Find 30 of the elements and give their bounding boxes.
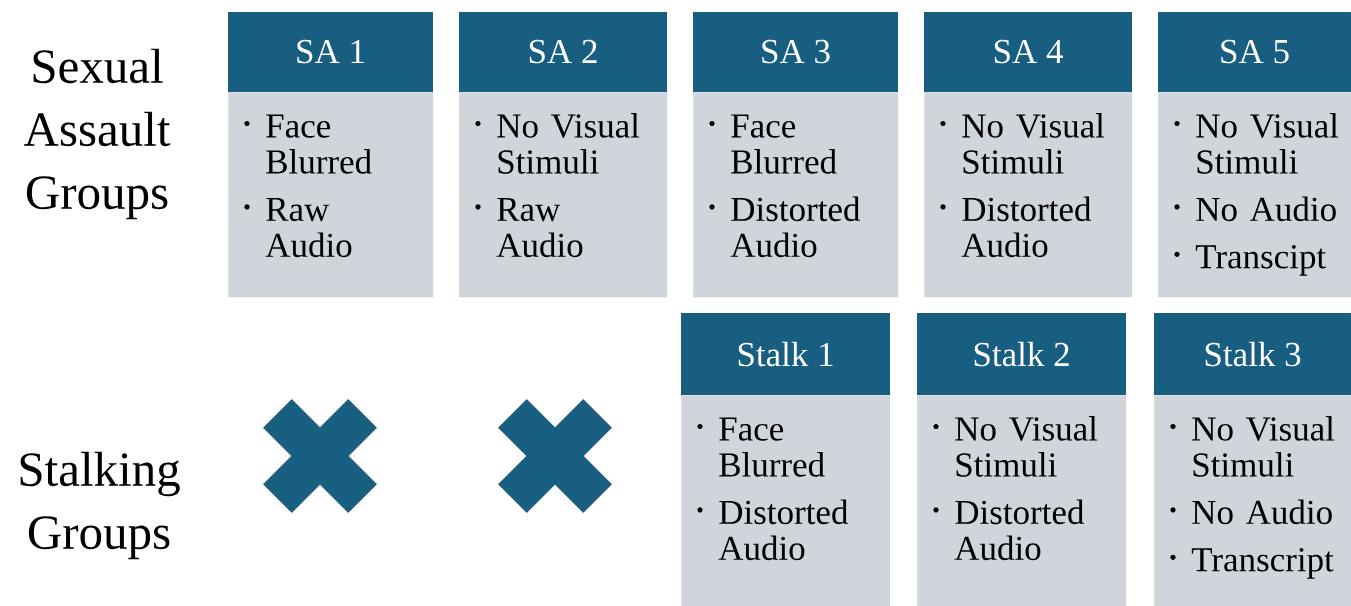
card-header: SA 4	[924, 12, 1132, 92]
card-header: Stalk 2	[917, 313, 1126, 395]
bullet-text: No Visual Stimuli	[1192, 416, 1335, 477]
card-header: SA 5	[1158, 12, 1351, 92]
bullet-text: No Visual Stimuli	[955, 416, 1098, 477]
bullet-text: No Visual Stimuli	[1196, 113, 1339, 174]
cross-mark	[263, 399, 377, 513]
bullet-text: Distorted Audio	[954, 499, 1085, 561]
bullet-text: Raw Audio	[496, 197, 583, 258]
bullet-text: Transcript	[1191, 548, 1334, 579]
bullet-text: Distorted Audio	[961, 196, 1092, 258]
bullet-text: Distorted Audio	[718, 499, 849, 561]
bullet-text: No Visual Stimuli	[497, 113, 640, 174]
bullet-text: No Audio	[1196, 196, 1336, 222]
bullet-text: Face Blurred	[266, 114, 372, 174]
bullet-text: Face Blurred	[719, 417, 825, 477]
cross-mark	[498, 399, 612, 513]
bullet-text: Raw Audio	[265, 197, 352, 258]
bullet-text: No Visual Stimuli	[962, 113, 1105, 174]
card-header: SA 3	[693, 12, 898, 92]
card-header: SA 2	[459, 12, 667, 92]
bullet-text: Transcipt	[1195, 245, 1326, 276]
bullet-text: Distorted Audio	[730, 196, 861, 258]
bullet-text: Face Blurred	[731, 114, 837, 174]
row-label: Stalking Groups	[20, 451, 180, 560]
card-header: SA 1	[228, 12, 433, 92]
row-label: Sexual Assault Groups	[24, 48, 171, 220]
card-header: Stalk 1	[681, 313, 890, 395]
card-header: Stalk 3	[1154, 313, 1351, 395]
bullet-text: No Audio	[1192, 499, 1332, 525]
